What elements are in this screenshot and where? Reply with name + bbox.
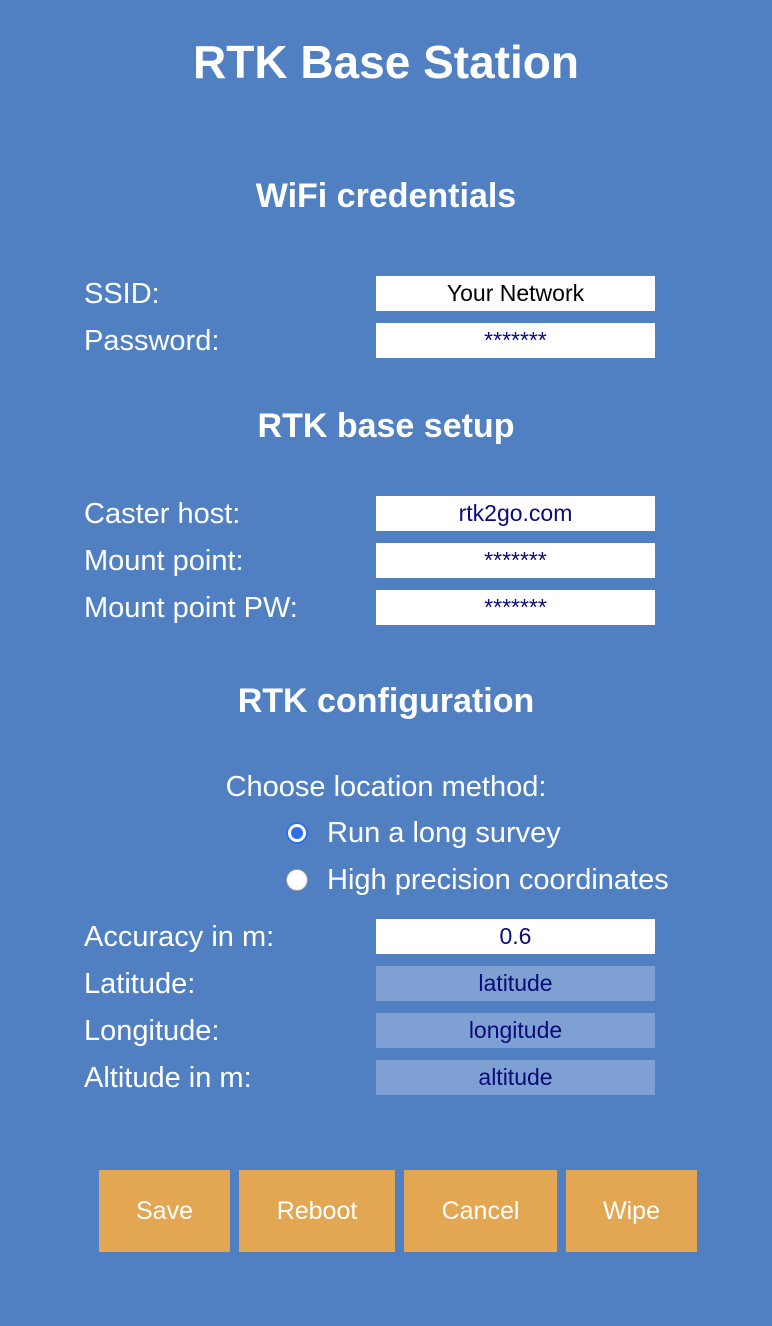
save-button[interactable]: Save: [99, 1170, 230, 1252]
radio-survey-label[interactable]: Run a long survey: [327, 817, 561, 849]
longitude-input: longitude: [376, 1013, 655, 1048]
caster-host-input[interactable]: [376, 496, 655, 531]
wifi-heading: WiFi credentials: [255, 177, 517, 215]
mount-point-label: Mount point:: [84, 544, 244, 577]
caster-host-label: Caster host:: [84, 497, 241, 530]
cancel-button[interactable]: Cancel: [404, 1170, 557, 1252]
mount-point-pw-label: Mount point PW:: [84, 591, 298, 624]
radio-coordinates-label[interactable]: High precision coordinates: [327, 864, 669, 896]
mount-point-row: Mount point:: [84, 543, 656, 578]
config-heading: RTK configuration: [237, 682, 535, 720]
longitude-label: Longitude:: [84, 1014, 220, 1047]
password-label: Password:: [84, 324, 220, 357]
accuracy-input[interactable]: [376, 919, 655, 954]
latitude-input: latitude: [376, 966, 655, 1001]
latitude-label: Latitude:: [84, 967, 196, 1000]
caster-row: Caster host:: [84, 496, 656, 531]
page-title: RTK Base Station: [193, 36, 579, 88]
ssid-label: SSID:: [84, 277, 160, 310]
wipe-button[interactable]: Wipe: [566, 1170, 697, 1252]
password-row: Password:: [84, 323, 656, 358]
base-heading: RTK base setup: [257, 407, 515, 445]
ssid-input[interactable]: [376, 276, 655, 311]
radio-coordinates[interactable]: [286, 869, 308, 891]
mount-point-pw-row: Mount point PW:: [84, 590, 656, 625]
radio-option-survey[interactable]: Run a long survey: [286, 816, 561, 850]
altitude-input: altitude: [376, 1060, 655, 1095]
ssid-row: SSID:: [84, 276, 656, 311]
password-input[interactable]: [376, 323, 655, 358]
reboot-button[interactable]: Reboot: [239, 1170, 395, 1252]
altitude-row: Altitude in m: altitude: [84, 1060, 656, 1095]
latitude-row: Latitude: latitude: [84, 966, 656, 1001]
mount-point-pw-input[interactable]: [376, 590, 655, 625]
location-method-label: Choose location method:: [225, 771, 547, 803]
longitude-row: Longitude: longitude: [84, 1013, 656, 1048]
accuracy-row: Accuracy in m:: [84, 919, 656, 954]
altitude-label: Altitude in m:: [84, 1061, 252, 1094]
radio-survey[interactable]: [286, 822, 308, 844]
radio-option-coordinates[interactable]: High precision coordinates: [286, 863, 669, 897]
mount-point-input[interactable]: [376, 543, 655, 578]
accuracy-label: Accuracy in m:: [84, 920, 275, 953]
